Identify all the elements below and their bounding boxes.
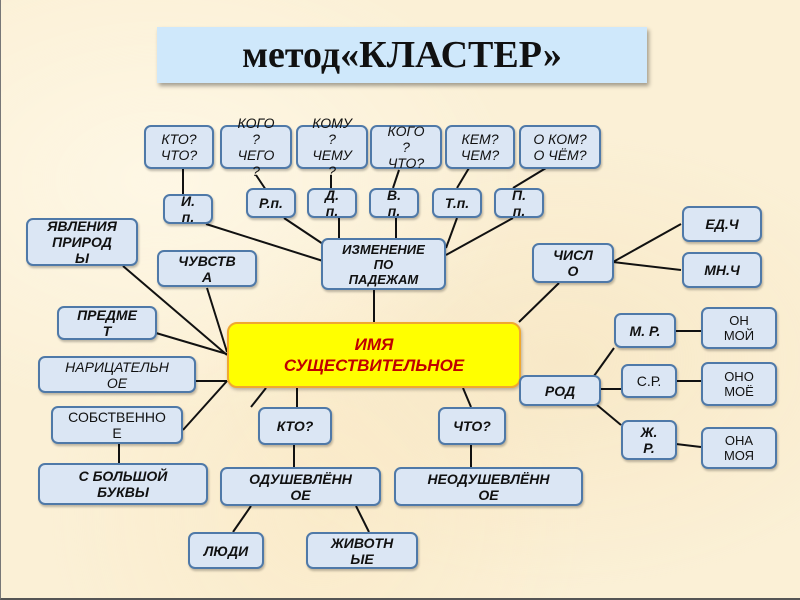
connector [205,223,324,262]
nature-node: ЯВЛЕНИЯ ПРИРОД Ы [26,218,138,266]
who-node: КТО? [258,407,332,445]
case-dative: Д. п. [307,187,357,219]
connector [255,174,267,191]
number-node: ЧИСЛ О [532,243,614,283]
feminine-node: Ж. Р. [621,420,677,460]
connector [675,443,702,448]
question-accusative: КОГО ? ЧТО? [370,123,442,171]
plural-node: МН.Ч [682,252,762,288]
animals-node: ЖИВОТН ЫЕ [306,532,418,569]
connector [182,380,228,431]
question-dative: КОМУ ? ЧЕМУ ? [296,115,368,179]
declension-node: ИЗМЕНЕНИЕ ПО ПАДЕЖАМ [321,238,446,290]
connector [445,217,514,256]
case-genitive: Р.п. [246,188,296,218]
question-genitive: КОГО ? ЧЕГО ? [220,115,292,179]
capital-letter-node: С БОЛЬШОЙ БУКВЫ [38,463,208,505]
inanimate-node: НЕОДУШЕВЛЁНН ОЕ [394,467,583,506]
neuter-example: ОНО МОЁ [701,362,777,406]
connector [355,505,370,533]
case-nominative: И. п. [163,193,213,225]
connector [456,167,470,189]
neuter-node: С.Р. [621,364,677,398]
case-accusative: В. п. [369,187,419,219]
connector [462,387,472,408]
question-instrumental: КЕМ? ЧЕМ? [445,125,515,169]
masculine-example: ОН МОЙ [701,307,777,349]
feminine-example: ОНА МОЯ [701,427,777,469]
question-nominative: КТО? ЧТО? [144,125,214,169]
connector [596,404,622,426]
gender-node: РОД [519,375,601,406]
connector [518,282,560,323]
connector [612,223,682,263]
connector [512,167,547,189]
connector [155,332,228,355]
common-noun-node: НАРИЦАТЕЛЬН ОЕ [38,356,196,393]
people-node: ЛЮДИ [188,532,264,569]
masculine-node: М. Р. [614,313,676,348]
connector [232,505,252,533]
feelings-node: ЧУВСТВ А [157,250,257,287]
connector [206,287,228,353]
page-title: метод«КЛАСТЕР» [157,27,647,83]
central-node: ИМЯ СУЩЕСТВИТЕЛЬНОЕ [227,322,521,388]
object-node: ПРЕДМЕ Т [57,306,157,340]
connector [593,347,615,377]
connector [392,169,400,189]
singular-node: ЕД.Ч [682,206,762,242]
connector [283,217,324,245]
connector [612,261,682,271]
connector [250,387,267,408]
question-prepositional: О КОМ? О ЧЁМ? [519,125,601,169]
connector [122,265,228,356]
case-prepositional: П. п. [494,187,544,219]
animate-node: ОДУШЕВЛЁНН ОЕ [220,467,381,506]
case-instrumental: Т.п. [432,188,482,218]
proper-noun-node: СОБСТВЕННО Е [51,406,183,444]
what-node: ЧТО? [438,407,506,445]
connector [445,217,458,249]
